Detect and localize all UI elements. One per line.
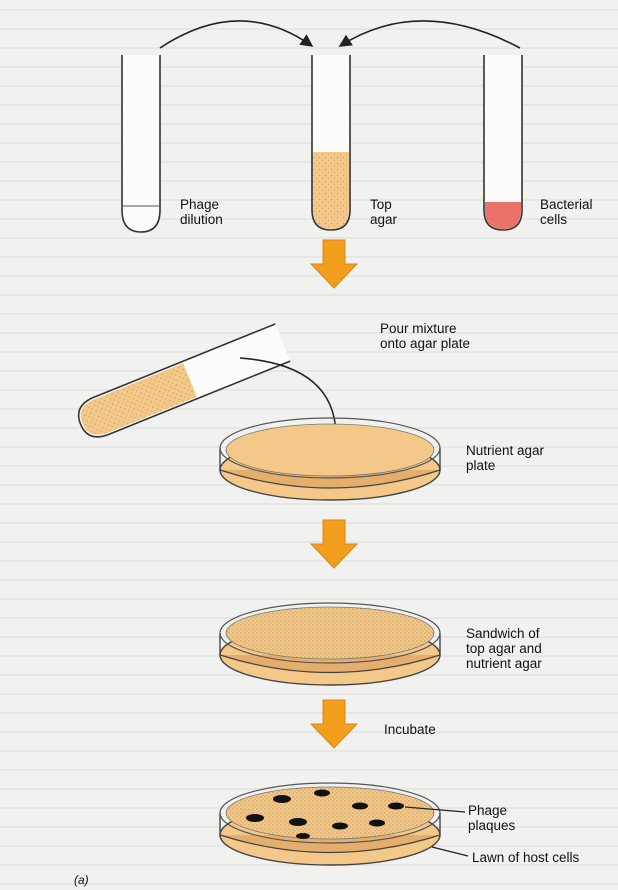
bacterial-cells-tube (484, 55, 522, 230)
label-line: nutrient agar (466, 656, 542, 671)
label-incubate: Incubate (384, 722, 436, 737)
label-line: agar (370, 212, 397, 227)
plaque-plate (220, 783, 440, 865)
curved-arrow-right (340, 21, 520, 48)
label-line: Lawn of host cells (472, 850, 579, 865)
label-nutrient-agar-plate: Nutrient agar plate (466, 443, 544, 473)
curved-arrow-left (160, 21, 312, 48)
label-line: Bacterial (540, 197, 593, 212)
label-line: cells (540, 212, 593, 227)
label-line: onto agar plate (380, 336, 470, 351)
label-phage-plaques: Phage plaques (468, 803, 515, 833)
nutrient-agar-plate (220, 418, 440, 500)
label-line: plaques (468, 818, 515, 833)
label-line: Nutrient agar (466, 443, 544, 458)
label-line: top agar and (466, 641, 542, 656)
label-line: Pour mixture (380, 321, 470, 336)
process-arrow-2 (311, 520, 357, 568)
label-line: Sandwich of (466, 626, 542, 641)
panel-label: (a) (74, 873, 89, 888)
label-line: (a) (74, 873, 89, 888)
label-phage-dilution: Phage dilution (180, 197, 223, 227)
top-agar-tube (312, 55, 350, 230)
label-line: Top (370, 197, 397, 212)
lawn-leader (432, 847, 468, 856)
label-line: Phage (180, 197, 223, 212)
label-line: Incubate (384, 722, 436, 737)
label-top-agar: Top agar (370, 197, 397, 227)
label-line: Phage (468, 803, 515, 818)
process-arrow-3 (311, 700, 357, 748)
label-line: dilution (180, 212, 223, 227)
label-line: plate (466, 458, 544, 473)
label-pour-mixture: Pour mixture onto agar plate (380, 321, 470, 351)
process-arrow-1 (311, 240, 357, 288)
phage-dilution-tube (122, 55, 160, 232)
label-bacterial-cells: Bacterial cells (540, 197, 593, 227)
label-sandwich: Sandwich of top agar and nutrient agar (466, 626, 542, 671)
sandwich-plate (220, 603, 440, 685)
label-lawn: Lawn of host cells (472, 850, 579, 865)
